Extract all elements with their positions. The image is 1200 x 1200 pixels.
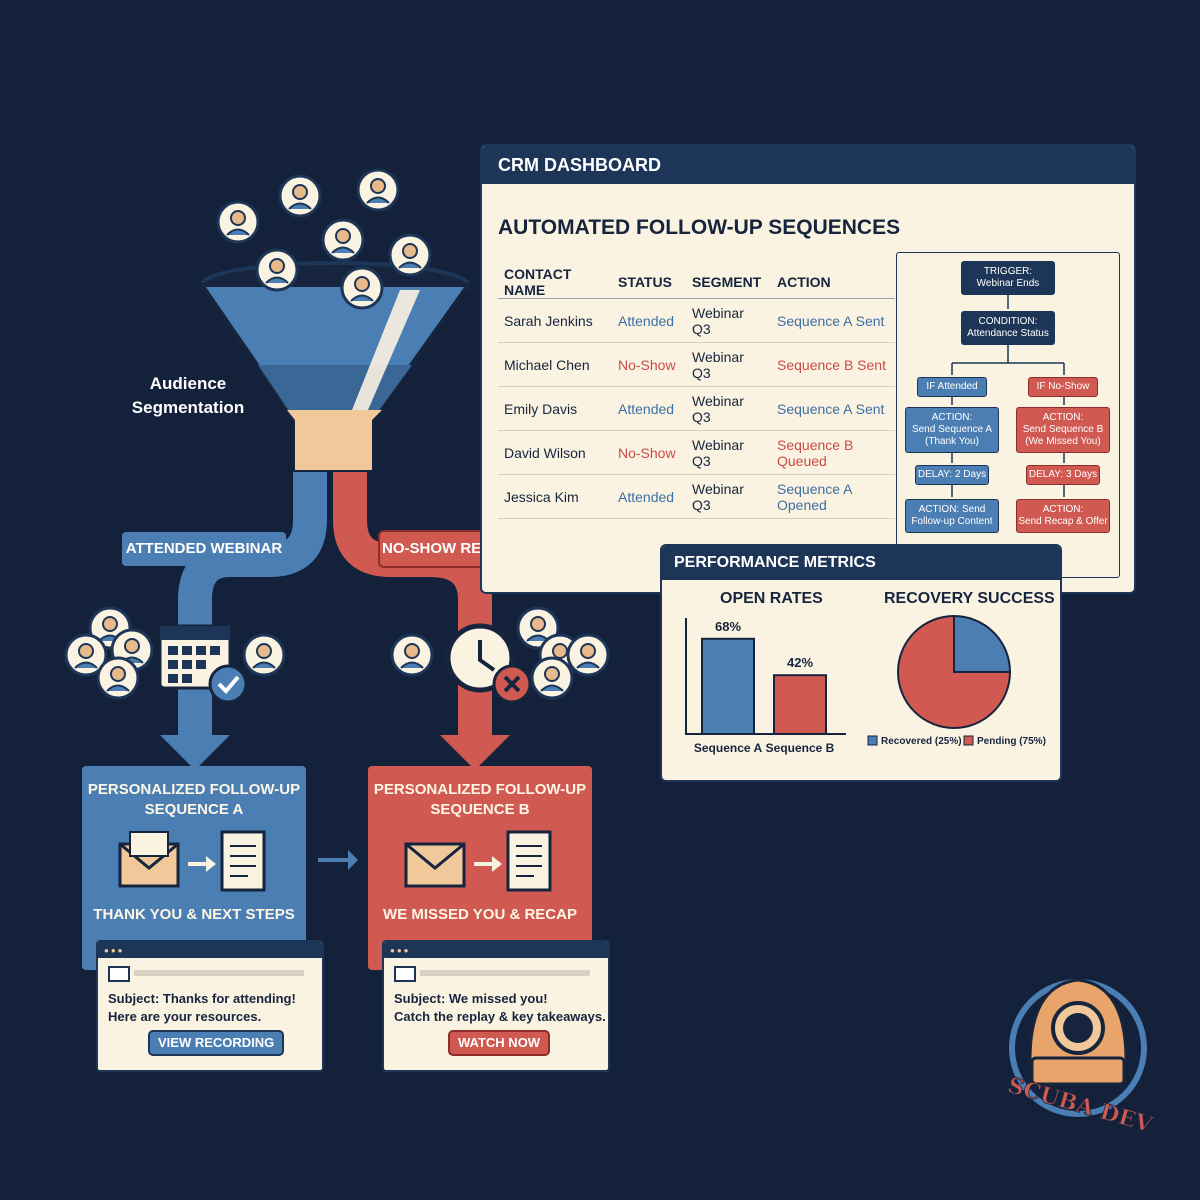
legend-swatch [963,735,974,746]
email-a-subject: Subject: Thanks for attending! [108,991,296,1006]
segment-cell: Webinar Q3 [686,474,771,519]
automation-flowchart: TRIGGER: Webinar Ends CONDITION: Attenda… [896,252,1120,578]
action-cell: Sequence B Sent [771,342,895,387]
flow-if-attended: IF Attended [917,377,987,397]
column-header: SEGMENT [686,266,771,299]
email-b-subject: Subject: We missed you! [394,991,548,1006]
legend-label: Pending (75%) [977,736,1046,747]
view-recording-button[interactable]: VIEW RECORDING [150,1032,283,1054]
flowchart-connectors [951,295,1065,497]
flow-final-a: ACTION: Send Follow-up Content [905,499,999,533]
flow-if-noshow: IF No-Show [1028,377,1098,397]
action-cell: Sequence A Opened [771,474,895,519]
bar-category-label: Sequence B [766,741,835,755]
performance-metrics-header: PERFORMANCE METRICS [662,546,1060,580]
noshow-pipe [333,470,492,740]
email-b-body: Catch the replay & key takeaways. [394,1009,606,1024]
flow-final-b: ACTION: Send Recap & Offer [1016,499,1110,533]
contact-name: Sarah Jenkins [498,298,612,343]
email-a-preview: ●●● Subject: Thanks for attending!Here a… [96,940,324,1072]
attended-arrow-head [160,735,230,770]
segment-cell: Webinar Q3 [686,298,771,343]
bar-category-label: Sequence A [694,741,763,755]
watch-now-button[interactable]: WATCH NOW [450,1032,549,1054]
flow-action-a: ACTION: Send Sequence A (Thank You) [905,407,999,453]
email-a-body: Here are your resources. [108,1009,262,1024]
funnel-icon [198,261,472,472]
status-cell: No-Show [612,342,686,387]
contact-name: Jessica Kim [498,474,612,519]
email-to-document-icon [404,830,552,892]
open-rates-title: OPEN RATES [720,590,823,607]
contact-name: Emily Davis [498,386,612,431]
clock-icon [445,623,532,704]
pie-slice-1 [953,614,1012,673]
bar-2 [773,674,827,735]
attended-pipe [178,470,327,740]
segment-cell: Webinar Q3 [686,386,771,431]
action-cell: Sequence A Sent [771,298,895,343]
segment-cell: Webinar Q3 [686,430,771,475]
email-b-preview: ●●● Subject: We missed you!Catch the rep… [382,940,610,1072]
status-cell: Attended [612,298,686,343]
legend-label: Recovered (25%) [881,736,962,747]
sequence-a-tagline: THANK YOU & NEXT STEPS [93,906,295,923]
flow-delay-a: DELAY: 2 Days [915,465,989,485]
segment-cell: Webinar Q3 [686,342,771,387]
crm-dashboard-header: CRM DASHBOARD [482,146,1134,184]
open-rates-chart: 68% Sequence A 42% Sequence B [685,618,846,755]
column-header: CONTACT NAME [498,266,612,299]
action-cell: Sequence A Sent [771,386,895,431]
column-header: STATUS [612,266,686,299]
action-cell: Sequence B Queued [771,430,895,475]
pie-slice-2 [897,614,1012,729]
flow-delay-b: DELAY: 3 Days [1026,465,1100,485]
column-header: ACTION [771,266,895,299]
mail-icon [394,966,416,982]
contact-name: Michael Chen [498,342,612,387]
contacts-table: CONTACT NAME STATUS SEGMENT ACTION Sarah… [498,266,895,519]
status-cell: Attended [612,386,686,431]
recovery-success-title: RECOVERY SUCCESS [884,590,1055,607]
bar-value-label: 68% [715,619,741,634]
legend-swatch [867,735,878,746]
crm-dashboard-panel: CRM DASHBOARD AUTOMATED FOLLOW-UP SEQUEN… [482,146,1134,592]
status-cell: No-Show [612,430,686,475]
audience-segmentation-label: Audience Segmentation [131,374,245,417]
calendar-icon [158,624,248,704]
sequence-b-tagline: WE MISSED YOU & RECAP [383,906,577,923]
contact-name: David Wilson [498,430,612,475]
status-cell: Attended [612,474,686,519]
scuba-dev-logo: SCUBA DEV [1004,978,1156,1139]
performance-metrics-panel: PERFORMANCE METRICS OPEN RATES RECOVERY … [662,546,1060,780]
flow-condition: CONDITION: Attendance Status [961,311,1055,345]
crm-title: AUTOMATED FOLLOW-UP SEQUENCES [498,216,901,239]
attended-webinar-label: ATTENDED WEBINAR [122,532,286,566]
flow-action-b: ACTION: Send Sequence B (We Missed You) [1016,407,1110,453]
noshow-arrow-head [440,735,510,770]
bar-value-label: 42% [787,655,813,670]
email-to-document-icon [118,830,266,892]
bar-1 [701,637,755,735]
mail-icon [108,966,130,982]
recovery-success-chart: Recovered (25%) Pending (75%) [867,614,1046,747]
flow-trigger: TRIGGER: Webinar Ends [961,261,1055,295]
